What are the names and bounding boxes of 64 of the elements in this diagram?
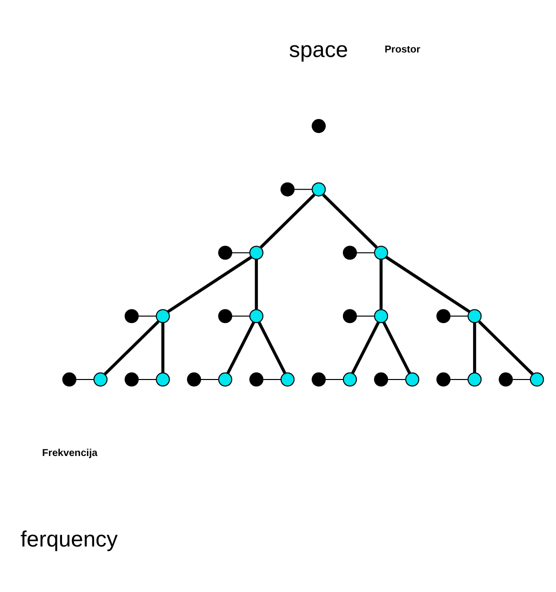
node-circle: [62, 372, 76, 386]
node-circle: [312, 119, 326, 134]
connector: [161, 322, 164, 373]
label: space: [289, 36, 348, 62]
node-circle: [93, 372, 108, 386]
node-circle: [436, 309, 450, 324]
connector: [473, 322, 476, 373]
connector: [200, 378, 218, 380]
node-circle: [249, 309, 264, 324]
node-circle: [156, 309, 170, 324]
node-circle: [468, 372, 482, 386]
connector: [380, 259, 383, 310]
connector: [254, 259, 258, 310]
connector: [232, 252, 250, 254]
connector: [263, 378, 281, 380]
connector: [326, 378, 344, 380]
node-circle: [218, 246, 232, 260]
connector: [450, 316, 468, 317]
connector: [226, 322, 256, 374]
node-circle: [312, 372, 326, 386]
connector: [294, 188, 312, 190]
node-circle: [218, 372, 232, 386]
connector: [138, 316, 156, 317]
connector: [104, 320, 160, 376]
node-circle: [342, 372, 357, 386]
node-circle: [374, 309, 388, 324]
node-circle: [186, 372, 202, 386]
connector: [450, 378, 468, 380]
connector: [138, 378, 156, 380]
node-circle: [280, 182, 295, 196]
label: Frekvencija: [42, 448, 98, 459]
connector: [382, 322, 411, 374]
node-circle: [374, 372, 388, 386]
connector: [388, 378, 406, 380]
node-circle: [124, 372, 139, 386]
connector: [356, 252, 374, 254]
node-circle: [124, 309, 139, 324]
connector: [512, 378, 530, 380]
node-circle: [374, 246, 388, 260]
node-circle: [312, 182, 326, 196]
node-circle: [468, 309, 482, 324]
connector: [258, 322, 286, 374]
connector: [232, 316, 250, 317]
label: Prostor: [384, 44, 420, 56]
node-circle: [530, 372, 544, 386]
connector: [322, 194, 378, 248]
connector: [385, 256, 470, 314]
connector: [76, 378, 94, 380]
connector: [260, 194, 316, 248]
node-circle: [156, 372, 170, 386]
node-circle: [405, 372, 420, 386]
connector: [351, 322, 380, 374]
label: ferquency: [20, 526, 118, 552]
node-circle: [249, 246, 264, 260]
node-circle: [218, 309, 232, 324]
connector: [167, 256, 252, 314]
node-circle: [342, 309, 357, 324]
node-circle: [249, 372, 264, 386]
node-circle: [436, 372, 450, 386]
node-circle: [498, 372, 513, 386]
connector: [356, 316, 374, 317]
node-circle: [342, 246, 357, 260]
connector: [478, 320, 534, 376]
node-circle: [280, 372, 295, 386]
